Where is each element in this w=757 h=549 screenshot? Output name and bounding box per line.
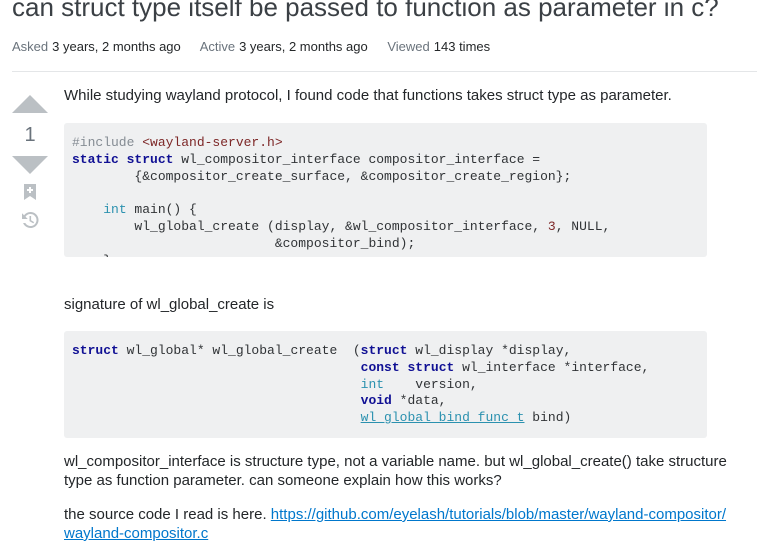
body-paragraph-2: signature of wl_global_create is [64, 296, 275, 313]
active-label: Active [199, 39, 236, 54]
body-paragraph-4: the source code I read is here. https://… [64, 505, 729, 543]
source-code-link[interactable]: https://github.com/eyelash/tutorials/blo… [64, 506, 727, 542]
body-paragraph-1: While studying wayland protocol, I found… [64, 87, 672, 104]
source-prefix-text: the source code I read is here. [64, 506, 271, 523]
vote-cell: 1 [12, 92, 48, 230]
question-body: While studying wayland protocol, I found… [64, 86, 729, 542]
question-title[interactable]: can struct type itself be passed to func… [12, 0, 719, 22]
header-divider [12, 71, 757, 72]
viewed-value: 143 times [433, 39, 491, 54]
viewed-label: Viewed [387, 39, 430, 54]
bookmark-icon[interactable] [21, 183, 39, 201]
vote-down-arrow-icon[interactable] [12, 156, 48, 174]
vote-count: 1 [24, 124, 36, 146]
asked-label: Asked [12, 39, 49, 54]
asked-value[interactable]: 3 years, 2 months ago [52, 39, 181, 54]
code-block-1: #include <wayland-server.h> static struc… [64, 123, 707, 257]
body-paragraph-3: wl_compositor_interface is structure typ… [64, 453, 727, 489]
code-block-2: struct wl_global* wl_global_create (stru… [64, 331, 707, 438]
vote-up-arrow-icon[interactable] [12, 95, 48, 113]
active-value[interactable]: 3 years, 2 months ago [239, 39, 368, 54]
history-icon[interactable] [20, 210, 40, 230]
